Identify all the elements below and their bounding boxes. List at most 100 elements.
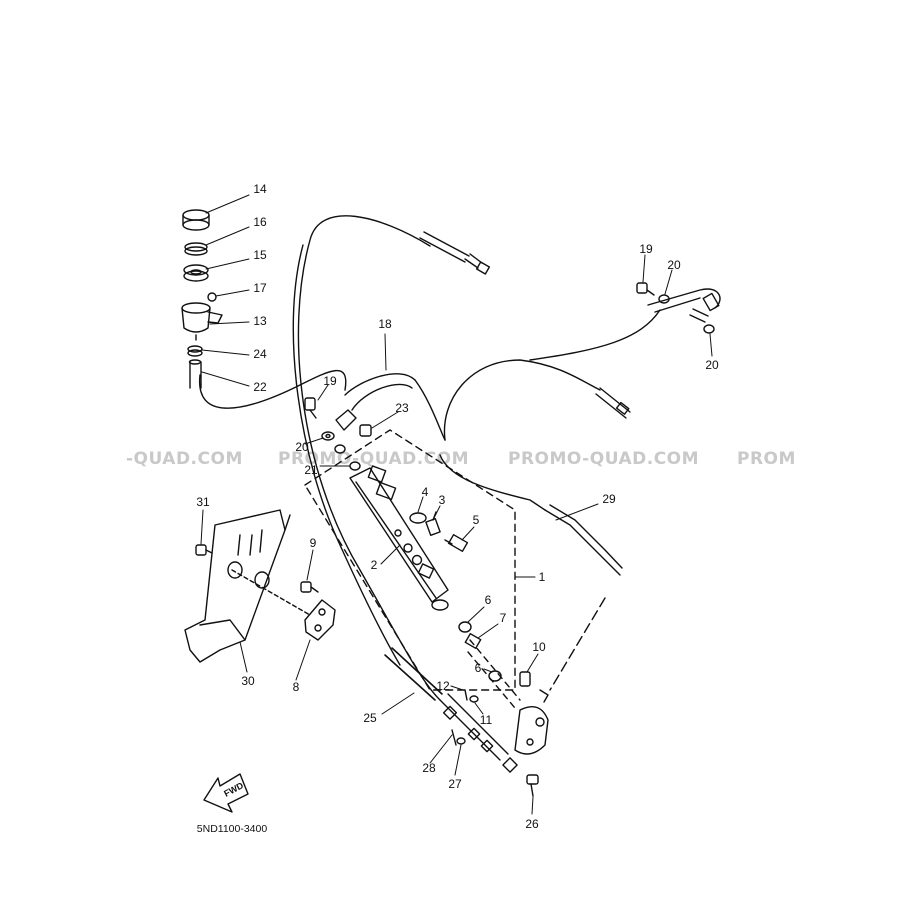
callout-20-right-top: 20 xyxy=(667,258,681,272)
brake-hose-upper xyxy=(529,309,661,361)
bolt-19a xyxy=(304,397,317,419)
washer-27 xyxy=(456,737,466,745)
callout-leaders xyxy=(200,194,713,815)
callout-6-upper: 6 xyxy=(485,593,492,607)
cable-29 xyxy=(443,359,601,441)
callout-27: 27 xyxy=(448,777,462,791)
bolt-9 xyxy=(300,581,319,593)
diaphragm-15 xyxy=(183,264,209,282)
callout-10: 10 xyxy=(532,640,546,654)
lever-7 xyxy=(464,632,482,650)
cable-25-outer xyxy=(292,244,401,666)
hose-18 xyxy=(344,373,416,411)
washer-20b-bottom xyxy=(703,324,715,334)
hose-22 xyxy=(188,359,202,389)
guide-line xyxy=(549,597,606,691)
watermark-text: PROM xyxy=(737,449,796,469)
washer-11 xyxy=(469,695,479,703)
callout-5: 5 xyxy=(473,513,480,527)
guide-line xyxy=(467,639,521,709)
callout-25: 25 xyxy=(363,711,377,725)
banjo-bolt-23 xyxy=(359,424,372,437)
cable-25 xyxy=(297,215,441,701)
bracket-plate xyxy=(514,689,549,755)
clip-12 xyxy=(464,689,468,701)
clamp-24 xyxy=(187,345,203,357)
washer-21 xyxy=(349,461,361,471)
union-bolt xyxy=(335,409,357,431)
reservoir-cap-14 xyxy=(182,209,210,231)
pin-26 xyxy=(526,774,539,797)
callout-8: 8 xyxy=(293,680,300,694)
callout-16: 16 xyxy=(253,215,267,229)
brake-hose-19-20 xyxy=(647,288,721,309)
oring-4 xyxy=(409,512,427,524)
callout-17: 17 xyxy=(253,281,267,295)
bolt-31 xyxy=(195,544,213,556)
washer-20c xyxy=(334,444,346,454)
cable-end-fitting xyxy=(475,261,491,275)
callout-7: 7 xyxy=(500,611,507,625)
cable-end-right-fitting xyxy=(615,401,630,415)
callout-4: 4 xyxy=(422,485,429,499)
bolt-19b xyxy=(636,282,655,296)
watermark-text: -QUAD.COM xyxy=(126,449,243,469)
master-cylinder-body xyxy=(349,465,449,611)
fwd-arrow-icon: FWD xyxy=(203,773,249,813)
diagram-code: 5ND1100-3400 xyxy=(197,823,268,835)
cable-sheath-lower xyxy=(384,647,443,701)
brake-hose-inner xyxy=(654,297,701,313)
callout-1: 1 xyxy=(539,570,546,584)
callout-13: 13 xyxy=(253,314,267,328)
cover-30 xyxy=(184,509,311,663)
cable-adjuster xyxy=(439,693,518,773)
callout-3: 3 xyxy=(439,493,446,507)
callout-28: 28 xyxy=(422,761,436,775)
callout-24: 24 xyxy=(253,347,267,361)
callout-12: 12 xyxy=(436,679,450,693)
washer-20a xyxy=(321,431,335,441)
washer-20b-top xyxy=(658,294,670,304)
callout-18: 18 xyxy=(378,317,392,331)
callout-labels: 14 16 15 17 13 24 22 18 19 20 21 23 19 2… xyxy=(196,182,719,835)
callout-11: 11 xyxy=(480,713,493,727)
reservoir-13 xyxy=(181,302,223,341)
cable-end-right xyxy=(595,387,631,419)
callout-19-right: 19 xyxy=(639,242,653,256)
callout-14: 14 xyxy=(253,182,267,196)
hose-banjo xyxy=(702,292,720,312)
hose-fitting xyxy=(689,308,709,323)
callout-29: 29 xyxy=(602,492,616,506)
screw-17 xyxy=(207,292,217,302)
nut-6-lower xyxy=(488,670,502,682)
assembly-1-outline xyxy=(304,429,516,691)
callout-21: 21 xyxy=(304,463,318,477)
bolt-5 xyxy=(444,533,469,553)
callout-20-right-bottom: 20 xyxy=(705,358,719,372)
callout-31: 31 xyxy=(196,495,210,509)
callout-19-left: 19 xyxy=(323,374,337,388)
callout-30: 30 xyxy=(241,674,255,688)
callout-26: 26 xyxy=(525,817,539,831)
watermark-text: PROMO-QUAD.COM xyxy=(278,449,470,469)
cable-end-top xyxy=(419,231,483,269)
hose-22 xyxy=(199,369,347,409)
switch-3 xyxy=(425,511,441,536)
pin-28 xyxy=(451,729,457,746)
callout-2: 2 xyxy=(371,558,378,572)
nut-6-upper xyxy=(458,621,472,633)
callout-6-lower: 6 xyxy=(475,661,482,675)
pin-10 xyxy=(519,671,531,687)
cable-29-end xyxy=(544,504,623,576)
callout-22: 22 xyxy=(253,380,267,394)
cable-29-lower xyxy=(439,454,546,511)
hose-18-tail xyxy=(414,379,446,441)
watermark-text: PROMO-QUAD.COM xyxy=(508,449,700,469)
diaphragm-plate-16 xyxy=(184,242,208,256)
callout-15: 15 xyxy=(253,248,267,262)
callout-20-left: 20 xyxy=(295,440,309,454)
callout-9: 9 xyxy=(310,536,317,550)
bracket-8 xyxy=(304,599,336,641)
callout-23: 23 xyxy=(395,401,409,415)
